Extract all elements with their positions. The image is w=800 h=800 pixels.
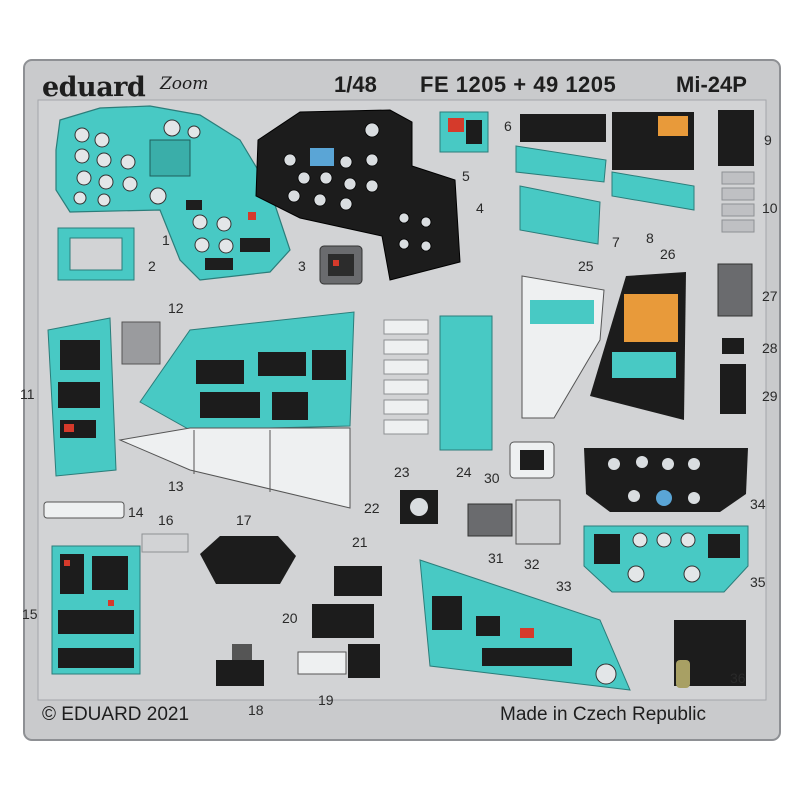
part-2-frame (57, 227, 135, 281)
part-23 (383, 319, 429, 435)
part-24 (439, 315, 493, 451)
copyright-text: © EDUARD 2021 (42, 704, 190, 725)
part-number: 15 (22, 606, 38, 622)
part-6 (515, 114, 607, 183)
part-number: 22 (364, 500, 380, 516)
part-number: 36 (730, 670, 746, 686)
part-19 (297, 644, 380, 678)
part-number: 34 (750, 496, 766, 512)
part-number: 8 (646, 230, 654, 246)
part-34-panel (584, 448, 748, 512)
part-number: 35 (750, 574, 766, 590)
part-number: 9 (764, 132, 772, 148)
part-15-panel (51, 545, 141, 675)
part-number: 2 (148, 258, 156, 274)
part-number: 12 (168, 300, 184, 316)
part-number: 31 (488, 550, 504, 566)
part-35-panel (583, 525, 749, 593)
part-number: 6 (504, 118, 512, 134)
part-7 (519, 185, 601, 245)
part-number: 32 (524, 556, 540, 572)
part-number: 28 (762, 340, 778, 356)
part-number: 24 (456, 464, 472, 480)
part-number: 5 (462, 168, 470, 184)
model-name: Mi-24P (676, 72, 747, 97)
part-number: 13 (168, 478, 184, 494)
scale-label: 1/48 (334, 72, 377, 97)
part-20 (312, 604, 374, 638)
part-number: 21 (352, 534, 368, 550)
part-17 (200, 536, 296, 584)
part-number: 18 (248, 702, 264, 718)
part-number: 29 (762, 388, 778, 404)
part-number: 33 (556, 578, 572, 594)
part-13-panel (118, 311, 355, 509)
part-number: 3 (298, 258, 306, 274)
part-number: 14 (128, 504, 144, 520)
part-number: 25 (578, 258, 594, 274)
product-code: FE 1205 + 49 1205 (420, 72, 617, 97)
zoom-mark: Zoom (160, 74, 209, 94)
part-16 (141, 533, 189, 553)
brand-logo: eduard (42, 72, 146, 103)
part-11-panel (47, 317, 117, 477)
part-number: 16 (158, 512, 174, 528)
part-number: 10 (762, 200, 778, 216)
part-29 (720, 364, 746, 414)
part-8 (611, 112, 695, 211)
origin-text: Made in Czech Republic (500, 704, 706, 725)
part-14 (43, 501, 125, 519)
part-27 (717, 263, 753, 317)
part-number: 1 (162, 232, 170, 248)
part-number: 23 (394, 464, 410, 480)
part-12 (121, 321, 161, 365)
part-32 (515, 499, 561, 545)
part-3-block (319, 245, 363, 285)
part-18 (216, 644, 264, 686)
part-31 (467, 503, 513, 537)
part-number: 19 (318, 692, 334, 708)
part-9 (718, 110, 754, 166)
part-21 (334, 566, 382, 596)
part-number: 27 (762, 288, 778, 304)
part-33-panel (419, 559, 631, 691)
part-number: 11 (20, 386, 35, 402)
part-number: 7 (612, 234, 620, 250)
part-number: 4 (476, 200, 484, 216)
part-number: 30 (484, 470, 500, 486)
part-number: 26 (660, 246, 676, 262)
part-number: 17 (236, 512, 252, 528)
part-28 (722, 338, 744, 354)
part-1-panel (55, 105, 291, 281)
part-number: 20 (282, 610, 298, 626)
part-10 (721, 171, 755, 233)
part-4-panel (255, 109, 461, 281)
